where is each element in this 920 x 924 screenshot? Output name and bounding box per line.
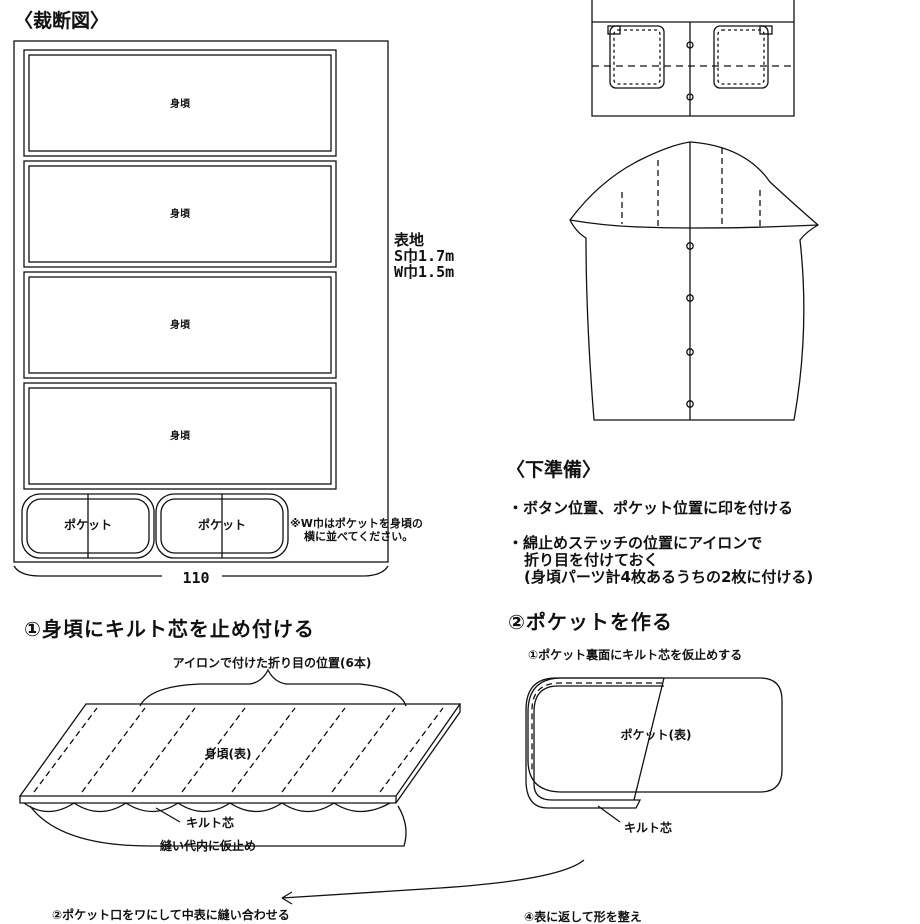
- fold-label: アイロンで付けた折り目の位置(6本): [172, 656, 372, 670]
- pocket-label-1: ポケット: [63, 518, 113, 532]
- pocket-face-label: ポケット(表): [620, 728, 692, 742]
- seam-label: 縫い代内に仮止め: [160, 839, 257, 853]
- right-pocket: [713, 25, 769, 89]
- fabric-type: 表地: [394, 231, 425, 249]
- left-pocket: [609, 25, 665, 89]
- width-dimension: [13, 565, 389, 577]
- note-line-2: 横に並べてください。: [304, 530, 414, 543]
- step2-heading: ②ポケットを作る: [508, 610, 673, 634]
- body-panel-4: [23, 382, 337, 490]
- step1-illustration: [18, 668, 585, 905]
- fabric-width-s: S巾1.7m: [394, 247, 455, 265]
- prep-item-1: ・ボタン位置、ポケット位置に印を付ける: [508, 499, 794, 517]
- cutting-heading: 〈裁断図〉: [14, 10, 110, 32]
- prep-item-2: ・綿止めステッチの位置にアイロンで: [508, 534, 763, 552]
- fabric-outline: [13, 40, 389, 563]
- cutting-layout: [13, 40, 389, 577]
- panel-face-label: 身頃(表): [204, 747, 252, 761]
- vest-illustration: [569, 141, 820, 421]
- quilt-batting-scallops: [23, 802, 391, 813]
- step1-heading: ①身頃にキルト芯を止め付ける: [24, 617, 315, 641]
- body-panel-3: [23, 271, 337, 379]
- step2-illustration: [525, 677, 783, 823]
- panel-label-3: 身頃: [170, 320, 190, 331]
- batting-layer: [525, 677, 664, 809]
- body-panel-1: [23, 49, 337, 157]
- panel-label-1: 身頃: [170, 99, 190, 110]
- cutting-note: ※W巾はポケットを身頃の 横に並べてください。: [290, 517, 423, 543]
- seam-brace: [29, 805, 407, 847]
- batting-label-2: キルト芯: [624, 821, 673, 835]
- footer-step-left: ②ポケット口をワにして中表に縫い合わせる: [52, 908, 290, 922]
- note-line-1: ※W巾はポケットを身頃の: [290, 517, 423, 530]
- pocket-back: [527, 677, 783, 793]
- prep-heading: 〈下準備〉: [506, 459, 602, 481]
- fold-brace: [139, 668, 407, 707]
- panel-label-4: 身頃: [170, 431, 190, 442]
- footer-step-right: ④表に返して形を整え: [524, 910, 642, 924]
- step2-sub: ①ポケット裏面にキルト芯を仮止めする: [528, 648, 743, 662]
- prep-list: ・ボタン位置、ポケット位置に印を付ける ・綿止めステッチの位置にアイロンで 折り…: [508, 500, 813, 586]
- fabric-spec: 表地 S巾1.7m W巾1.5m: [394, 232, 454, 280]
- batting-label-1: キルト芯: [186, 816, 235, 830]
- fabric-width-w: W巾1.5m: [394, 263, 455, 281]
- panel-label-2: 身頃: [170, 209, 190, 220]
- pocket-label-2: ポケット: [197, 518, 247, 532]
- prep-item-3: 折り目を付けておく: [524, 551, 659, 569]
- body-panel-2: [23, 160, 337, 268]
- jacket-front-pockets: [591, 0, 795, 117]
- pocket-piece-2: [155, 493, 289, 559]
- width-label: 110: [182, 569, 210, 587]
- pocket-piece-1: [21, 493, 155, 559]
- prep-item-4: (身頃パーツ計4枚あるうちの2枚に付ける): [524, 568, 814, 586]
